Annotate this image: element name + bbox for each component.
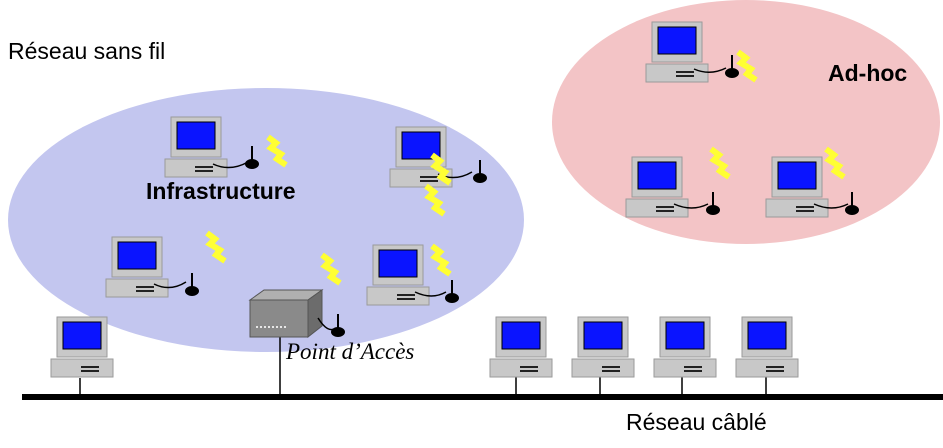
adhoc-zone (552, 0, 940, 244)
wired-drops (79, 337, 767, 397)
infra-computer-3 (105, 233, 225, 298)
adhoc-label: Ad-hoc (828, 60, 908, 86)
wired-computer-1 (50, 316, 114, 378)
wired-network-label: Réseau câblé (626, 409, 767, 435)
access-point-label: Point d’Accès (286, 339, 415, 364)
infra-computer-2 (389, 126, 488, 214)
wired-computer-5 (735, 316, 799, 378)
access-point-icon (248, 289, 346, 339)
wired-computer-4 (653, 316, 717, 378)
wired-computer-3 (571, 316, 635, 378)
adhoc-computer-2 (625, 149, 729, 218)
wired-computer-2 (489, 316, 553, 378)
adhoc-computer-3 (765, 149, 860, 218)
infra-computer-4 (322, 245, 460, 306)
infra-computer-1 (164, 116, 286, 178)
infrastructure-label: Infrastructure (146, 178, 296, 204)
wireless-network-label: Réseau sans fil (8, 38, 166, 64)
adhoc-computer-1 (645, 21, 756, 82)
